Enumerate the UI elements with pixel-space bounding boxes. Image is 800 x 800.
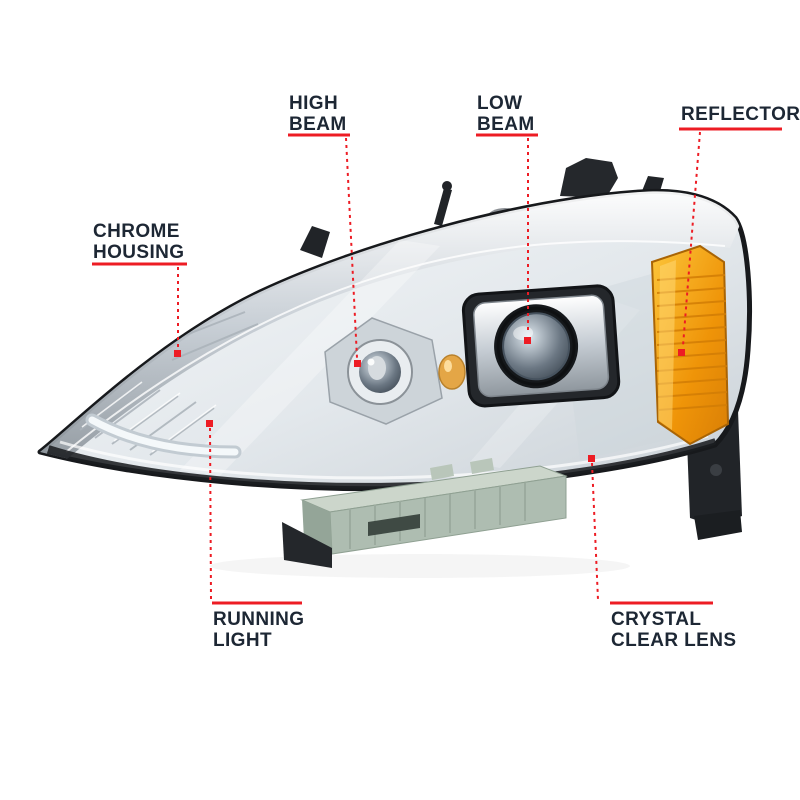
label-low-beam: LOW BEAM: [477, 93, 535, 136]
label-running-light: RUNNING LIGHT: [213, 609, 305, 652]
turn-signal-bulb: [438, 354, 466, 390]
label-reflector: REFLECTOR: [681, 104, 800, 125]
low-beam-projector: [461, 284, 621, 408]
label-chrome-housing: CHROME HOUSING: [93, 221, 185, 264]
bracket-foot: [282, 522, 332, 568]
label-high-beam: HIGH BEAM: [289, 93, 347, 136]
bracket-slot: [368, 514, 420, 536]
label-crystal-clear-lens: CRYSTAL CLEAR LENS: [611, 609, 737, 652]
ground-shadow: [210, 554, 630, 578]
mounting-bracket: [282, 458, 568, 568]
amber-reflector: [650, 244, 730, 446]
running-light-strip: [85, 413, 242, 459]
